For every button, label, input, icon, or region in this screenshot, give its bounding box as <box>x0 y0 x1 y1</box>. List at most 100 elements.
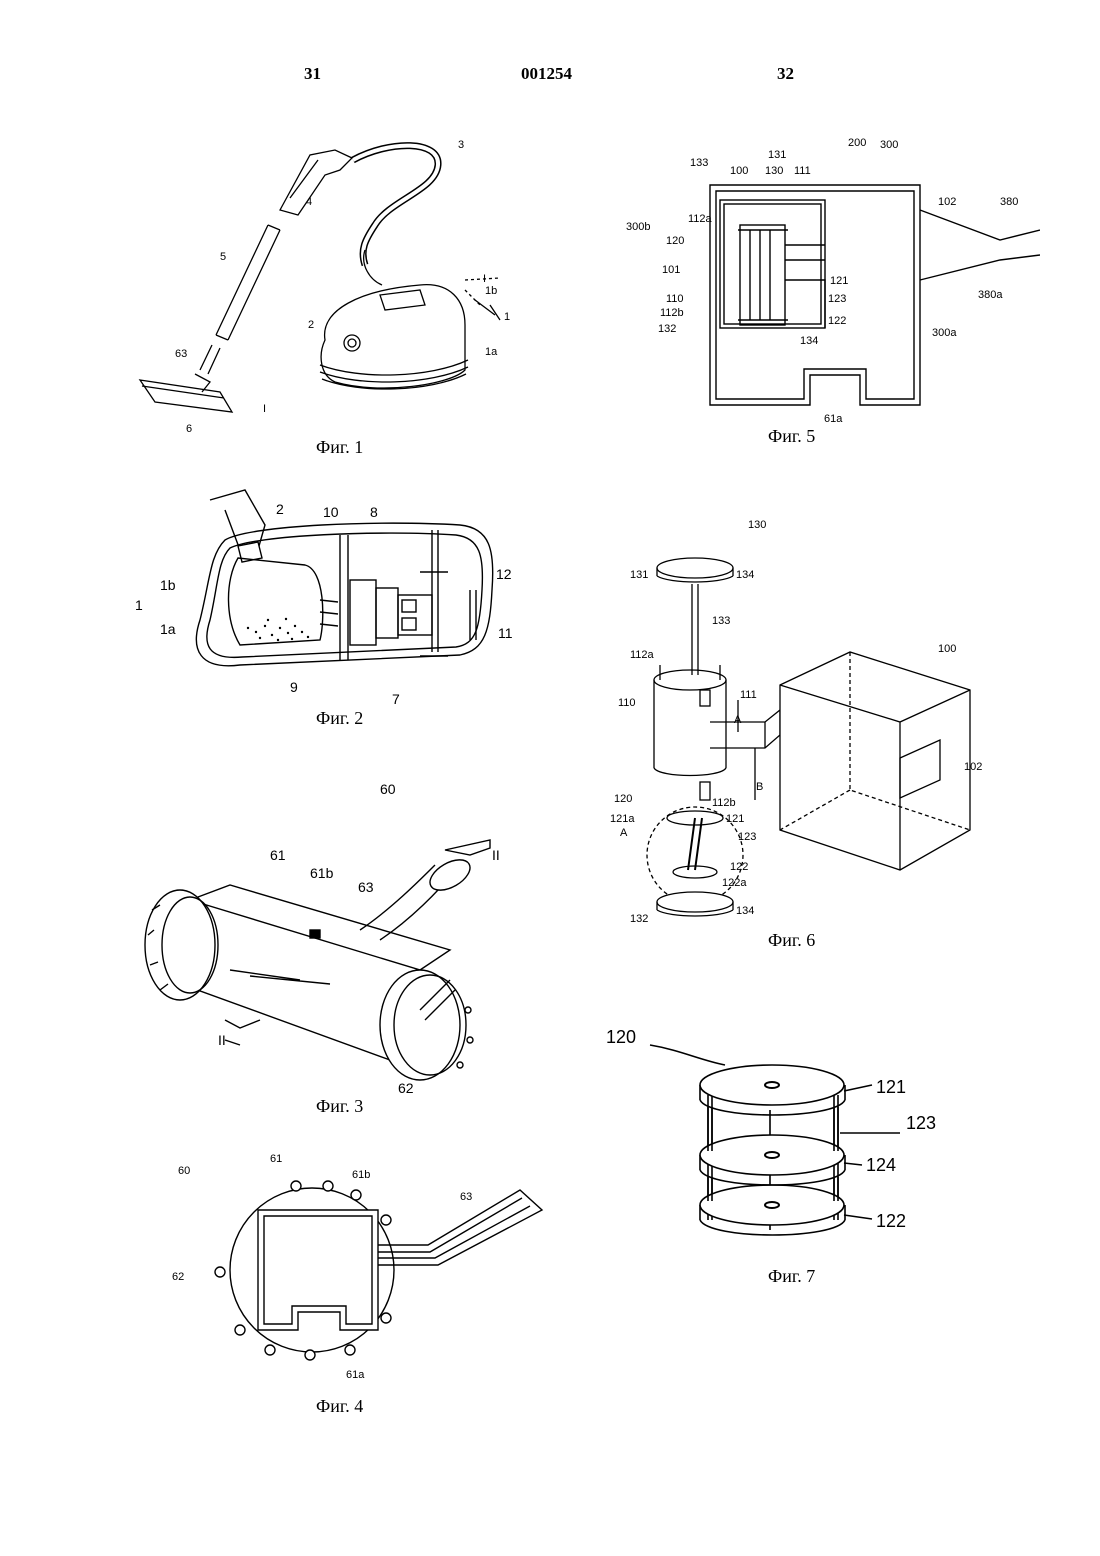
fig6-label-100: 100 <box>938 643 956 655</box>
fig5-label-112a: 112a <box>688 213 713 225</box>
fig4-label-61b: 61b <box>352 1169 370 1181</box>
fig5-label-111: 111 <box>794 165 811 177</box>
fig5-label-123: 123 <box>828 293 846 305</box>
fig7-label-122: 122 <box>876 1211 906 1231</box>
fig6-label-134-top: 134 <box>736 569 754 581</box>
fig6-label-A-top: A <box>734 714 742 726</box>
figure-1-caption: Фиг. 1 <box>316 437 363 458</box>
fig5-label-120: 120 <box>666 235 684 247</box>
fig1-label-1: 1 <box>504 311 510 323</box>
figure-4-drawing: 60 61 61b 63 62 61a <box>160 1140 560 1400</box>
fig4-label-61a: 61a <box>346 1369 365 1381</box>
figure-2-caption: Фиг. 2 <box>316 708 363 729</box>
fig5-label-122: 122 <box>828 315 846 327</box>
fig6-label-132: 132 <box>630 913 648 925</box>
fig1-label-6: 6 <box>186 423 192 435</box>
figure-5-drawing: 200 300 131 133 100 130 111 102 380 112a… <box>620 130 1040 430</box>
fig2-label-11: 11 <box>498 625 513 641</box>
fig1-label-3: 3 <box>458 139 464 151</box>
fig1-label-1b: 1b <box>485 285 497 297</box>
fig6-label-112b: 112b <box>712 797 736 809</box>
fig2-label-8: 8 <box>370 504 378 520</box>
fig5-label-300: 300 <box>880 139 898 151</box>
fig6-label-B: B <box>756 781 763 793</box>
fig2-label-12: 12 <box>496 566 512 582</box>
fig5-label-132: 132 <box>658 323 676 335</box>
fig7-label-124: 124 <box>866 1155 896 1175</box>
fig5-label-133: 133 <box>690 157 708 169</box>
fig6-label-133: 133 <box>712 615 730 627</box>
fig6-label-121: 121 <box>726 813 744 825</box>
fig6-label-112a: 112a <box>630 649 655 661</box>
page-number-right: 32 <box>777 64 794 84</box>
fig3-label-II-top: II <box>492 847 500 863</box>
fig6-label-130: 130 <box>748 519 766 531</box>
fig6-label-121a: 121a <box>610 813 635 825</box>
fig6-label-122a: 122a <box>722 877 747 889</box>
fig5-label-134: 134 <box>800 335 818 347</box>
fig5-label-100: 100 <box>730 165 748 177</box>
fig1-label-I-bottom: I <box>263 403 266 415</box>
fig1-label-63: 63 <box>175 348 187 360</box>
fig7-label-121: 121 <box>876 1077 906 1097</box>
fig2-label-1: 1 <box>135 597 143 613</box>
figure-6-caption: Фиг. 6 <box>768 930 815 951</box>
figure-5-caption: Фиг. 5 <box>768 426 815 447</box>
fig7-label-123: 123 <box>906 1113 936 1133</box>
fig5-label-380: 380 <box>1000 196 1018 208</box>
fig5-label-121: 121 <box>830 275 848 287</box>
fig6-label-122: 122 <box>730 861 748 873</box>
figure-7-caption: Фиг. 7 <box>768 1266 815 1287</box>
fig6-label-110: 110 <box>618 697 636 709</box>
document-number: 001254 <box>521 64 572 84</box>
fig4-label-60: 60 <box>178 1165 190 1177</box>
fig3-label-63: 63 <box>358 879 374 895</box>
page-number-left: 31 <box>304 64 321 84</box>
fig5-label-101: 101 <box>662 264 680 276</box>
fig5-label-61a: 61a <box>824 413 843 425</box>
fig5-label-110: 110 <box>666 293 684 305</box>
fig6-label-111: 111 <box>740 689 757 701</box>
fig6-label-102: 102 <box>964 761 982 773</box>
fig5-label-131: 131 <box>768 149 786 161</box>
fig3-label-61: 61 <box>270 847 286 863</box>
fig5-label-200: 200 <box>848 137 866 149</box>
fig3-label-II-bottom: II <box>218 1032 226 1048</box>
fig4-label-63: 63 <box>460 1191 472 1203</box>
fig5-label-300b: 300b <box>626 221 650 233</box>
fig4-label-62: 62 <box>172 1271 184 1283</box>
fig2-label-7: 7 <box>392 691 400 707</box>
fig6-label-131: 131 <box>630 569 648 581</box>
fig2-label-2: 2 <box>276 501 284 517</box>
fig1-label-5: 5 <box>220 251 226 263</box>
fig2-label-1a: 1a <box>160 621 176 637</box>
fig1-label-4: 4 <box>306 196 312 208</box>
figure-3-caption: Фиг. 3 <box>316 1096 363 1117</box>
fig5-label-102: 102 <box>938 196 956 208</box>
fig6-label-134-bottom: 134 <box>736 905 754 917</box>
fig5-label-380a: 380a <box>978 289 1003 301</box>
figure-1-drawing: 3 4 5 I 1b 1 2 1a 63 6 I <box>120 130 530 440</box>
fig4-label-61: 61 <box>270 1153 282 1165</box>
fig3-label-60: 60 <box>380 781 396 797</box>
fig7-label-120: 120 <box>606 1027 636 1047</box>
figure-6-drawing: 130 131 134 133 100 112a 110 111 A B 102… <box>600 500 1020 930</box>
fig6-label-123: 123 <box>738 831 756 843</box>
figure-4-caption: Фиг. 4 <box>316 1396 363 1417</box>
fig1-label-2: 2 <box>308 319 314 331</box>
fig6-label-120: 120 <box>614 793 632 805</box>
fig5-label-112b: 112b <box>660 307 684 319</box>
fig3-label-61b: 61b <box>310 865 334 881</box>
fig6-label-A-bottom: A <box>620 827 628 839</box>
fig3-label-62: 62 <box>398 1080 414 1096</box>
figure-7-drawing: 120 121 123 124 122 <box>600 1015 980 1255</box>
figure-2-drawing: 2 10 8 12 1b 1 1a 11 9 7 <box>130 480 530 720</box>
fig5-label-300a: 300a <box>932 327 957 339</box>
fig2-label-1b: 1b <box>160 577 176 593</box>
fig5-label-130: 130 <box>765 165 783 177</box>
fig2-label-9: 9 <box>290 679 298 695</box>
fig1-label-1a: 1a <box>485 346 498 358</box>
figure-3-drawing: 60 61 61b 63 II II 62 <box>130 770 530 1100</box>
fig2-label-10: 10 <box>323 504 339 520</box>
fig1-label-I-top: I <box>483 273 486 285</box>
